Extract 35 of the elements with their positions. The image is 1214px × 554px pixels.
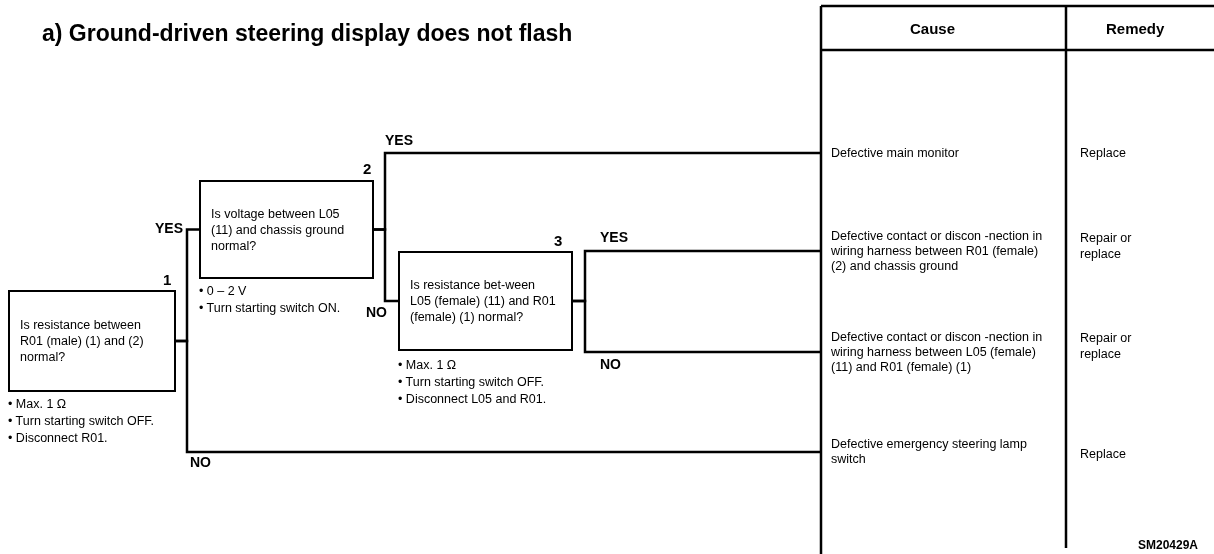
note-text: • Turn starting switch OFF. [398, 374, 545, 390]
cause-text: Defective contact or discon -nection in wiring harness between R01 (female) (2) and chassis ground [821, 210, 1066, 292]
connector-line [374, 228, 398, 303]
column-header: Remedy [1106, 21, 1165, 37]
edge-label: NO [366, 304, 387, 320]
edge-label: YES [600, 229, 628, 245]
step-number: 1 [163, 271, 172, 288]
step-number: 3 [554, 232, 563, 249]
remedy-text: Repair or replace [1080, 230, 1133, 262]
question-box: Is voltage between L05 (11) and chassis ground normal? [199, 180, 374, 279]
column-header: Cause [910, 21, 956, 37]
note-text: • Disconnect R01. [8, 430, 108, 446]
cause-text: Defective contact or discon -nection in wiring harness between L05 (female) (11) and R01 (female) (1) [821, 311, 1066, 393]
step-number: 2 [363, 160, 372, 177]
cause-text: Defective main monitor [821, 140, 1066, 166]
question-box: Is resistance between R01 (male) (1) and (2) normal? [8, 290, 176, 392]
figure-code: SM20429A [1138, 537, 1199, 553]
note-text: • Max. 1 Ω [398, 357, 457, 373]
note-text: • Max. 1 Ω [8, 396, 67, 412]
remedy-text: Replace [1080, 446, 1126, 462]
edge-label: NO [600, 356, 621, 372]
remedy-text: Repair or replace [1080, 330, 1133, 362]
note-text: • 0 – 2 V [199, 283, 247, 299]
edge-label: YES [385, 132, 413, 148]
connector-line [176, 339, 821, 454]
question-box: Is resistance bet-ween L05 (female) (11) and R01 (female) (1) normal? [398, 251, 573, 351]
note-text: • Disconnect L05 and R01. [398, 391, 547, 407]
remedy-text: Replace [1080, 145, 1126, 161]
cause-text: Defective emergency steering lamp switch [821, 435, 1066, 469]
edge-label: NO [190, 454, 211, 470]
connector-line [573, 299, 821, 354]
note-text: • Turn starting switch OFF. [8, 413, 155, 429]
edge-label: YES [155, 220, 183, 236]
note-text: • Turn starting switch ON. [199, 300, 341, 316]
title: a) Ground-driven steering display does not flash [42, 20, 573, 47]
